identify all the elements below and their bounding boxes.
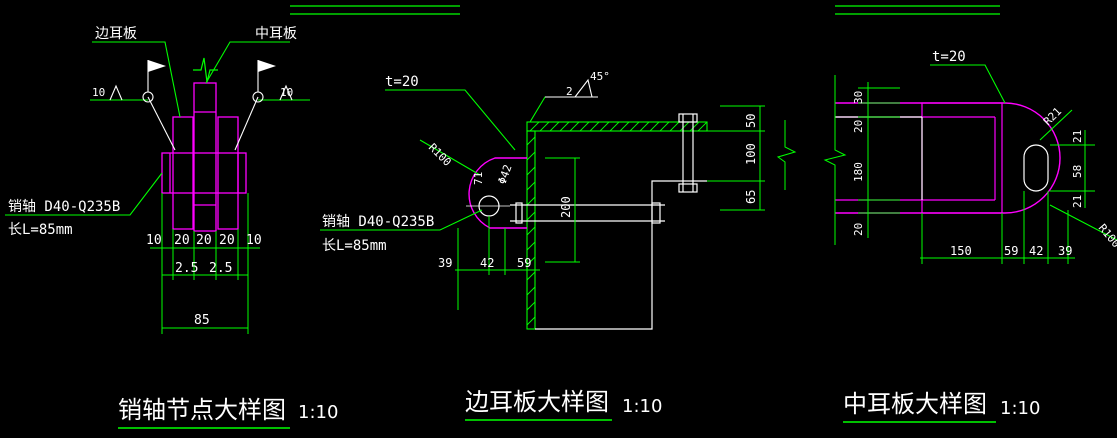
view2-scale: 1:10 — [622, 396, 662, 417]
view3-leaders — [930, 64, 1117, 241]
view1-dimension-lines — [150, 193, 260, 334]
view3-dim-bottom-3: 39 — [1058, 244, 1072, 258]
view2-dim-right-1: 100 — [744, 143, 758, 165]
view2-radius: R100 — [426, 141, 454, 169]
view1-dim-top-4: 10 — [246, 233, 262, 248]
view3-dim-left-2: 180 — [852, 162, 865, 182]
view2-hole-diameter: Φ42 — [496, 163, 515, 186]
view2-pin-length: 长L=85mm — [322, 238, 387, 254]
view3-dim-bottom-2: 42 — [1029, 244, 1043, 258]
view3-radius-bottom: R100 — [1096, 222, 1117, 251]
view1-dim-top-0: 10 — [146, 233, 162, 248]
view2-weld-size: 2 — [566, 85, 573, 98]
view2-lug-outline — [468, 157, 527, 229]
view3-scale: 1:10 — [1000, 398, 1040, 419]
view1-pin-joint-detail: 边耳板 中耳板 10 10 销轴 D40-Q235B 长L=85mm 10 20… — [5, 26, 310, 334]
view2-dim-right-2: 65 — [744, 190, 758, 204]
drawing-titles: 销轴节点大样图 1:10 边耳板大样图 1:10 中耳板大样图 1:10 — [118, 388, 1040, 429]
view1-pin-spec: 销轴 D40-Q235B — [8, 199, 120, 215]
view2-weld-symbol — [545, 78, 598, 98]
view1-dim-mid-1: 2.5 — [209, 261, 232, 276]
view2-hatched-flange — [526, 121, 708, 132]
view2-web-hatch — [526, 136, 536, 326]
view2-dimension-lines — [455, 105, 765, 310]
view2-hole-dim: 71 — [472, 172, 485, 185]
view3-radius-top: R21 — [1041, 105, 1064, 128]
view3-thickness: t=20 — [932, 49, 966, 65]
view1-dim-top-1: 20 — [174, 233, 190, 248]
view1-pin-length: 长L=85mm — [8, 222, 73, 238]
view2-dim-height: 200 — [559, 196, 573, 218]
view3-dim-bottom-0: 150 — [950, 244, 972, 258]
view3-title: 中耳板大样图 — [843, 390, 987, 418]
view2-hatched-web — [526, 130, 536, 330]
view2-break-symbol — [776, 120, 797, 190]
view1-flag-right — [258, 60, 276, 72]
view3-inner-plate — [921, 102, 1003, 214]
view2-body-outline — [510, 113, 707, 330]
view2-dim-right-0: 50 — [744, 114, 758, 128]
view1-leaders — [5, 41, 310, 216]
view2-side-lug-plate-detail: t=20 45° 2 R100 Φ42 71 销轴 D40-Q235B 长L=8… — [320, 70, 797, 330]
view1-label-mid-plate: 中耳板 — [255, 26, 297, 42]
view1-dim-mid-0: 2.5 — [175, 261, 198, 276]
view3-dim-right-1: 58 — [1071, 165, 1084, 178]
view1-plates — [161, 82, 247, 232]
view2-dim-bottom-2: 59 — [517, 256, 531, 270]
view1-title: 销轴节点大样图 — [118, 396, 286, 424]
view3-dim-bottom-1: 59 — [1004, 244, 1018, 258]
view1-dim-top-3: 20 — [219, 233, 235, 248]
view3-break-symbol — [823, 75, 847, 245]
view2-thickness: t=20 — [385, 74, 419, 90]
view3-dim-right-0: 21 — [1071, 130, 1084, 143]
view2-weld-angle: 45° — [590, 70, 610, 83]
view1-flag-left — [148, 60, 166, 72]
view2-title: 边耳板大样图 — [465, 388, 609, 416]
view1-weld-size-right: 10 — [280, 86, 293, 99]
view3-dimension-lines — [858, 82, 1095, 264]
view2-hatch-pattern — [529, 121, 708, 132]
view3-structure-lines — [835, 116, 923, 200]
view2-dim-bottom-0: 39 — [438, 256, 452, 270]
view1-weld-size-left: 10 — [92, 86, 105, 99]
view3-dim-left-0: 30 — [852, 91, 865, 104]
view1-dim-total: 85 — [194, 313, 210, 328]
view1-dim-top-2: 20 — [196, 233, 212, 248]
top-border-lines — [290, 5, 1000, 15]
view3-dim-right-2: 21 — [1071, 195, 1084, 208]
view1-weld-symbols — [109, 60, 293, 151]
view3-plate-outline — [835, 102, 1061, 214]
view2-dim-bottom-1: 42 — [480, 256, 494, 270]
view2-pin-spec: 销轴 D40-Q235B — [322, 214, 434, 230]
view3-dim-left-3: 20 — [852, 223, 865, 236]
view3-middle-lug-plate-detail: t=20 R21 R100 30 20 180 20 21 58 21 150 … — [823, 49, 1117, 264]
view3-slot-hole — [1023, 144, 1049, 192]
view3-dim-left-1: 20 — [852, 120, 865, 133]
view1-scale: 1:10 — [298, 402, 338, 423]
view1-break-line — [193, 57, 218, 83]
view1-label-left-plate: 边耳板 — [95, 26, 137, 42]
